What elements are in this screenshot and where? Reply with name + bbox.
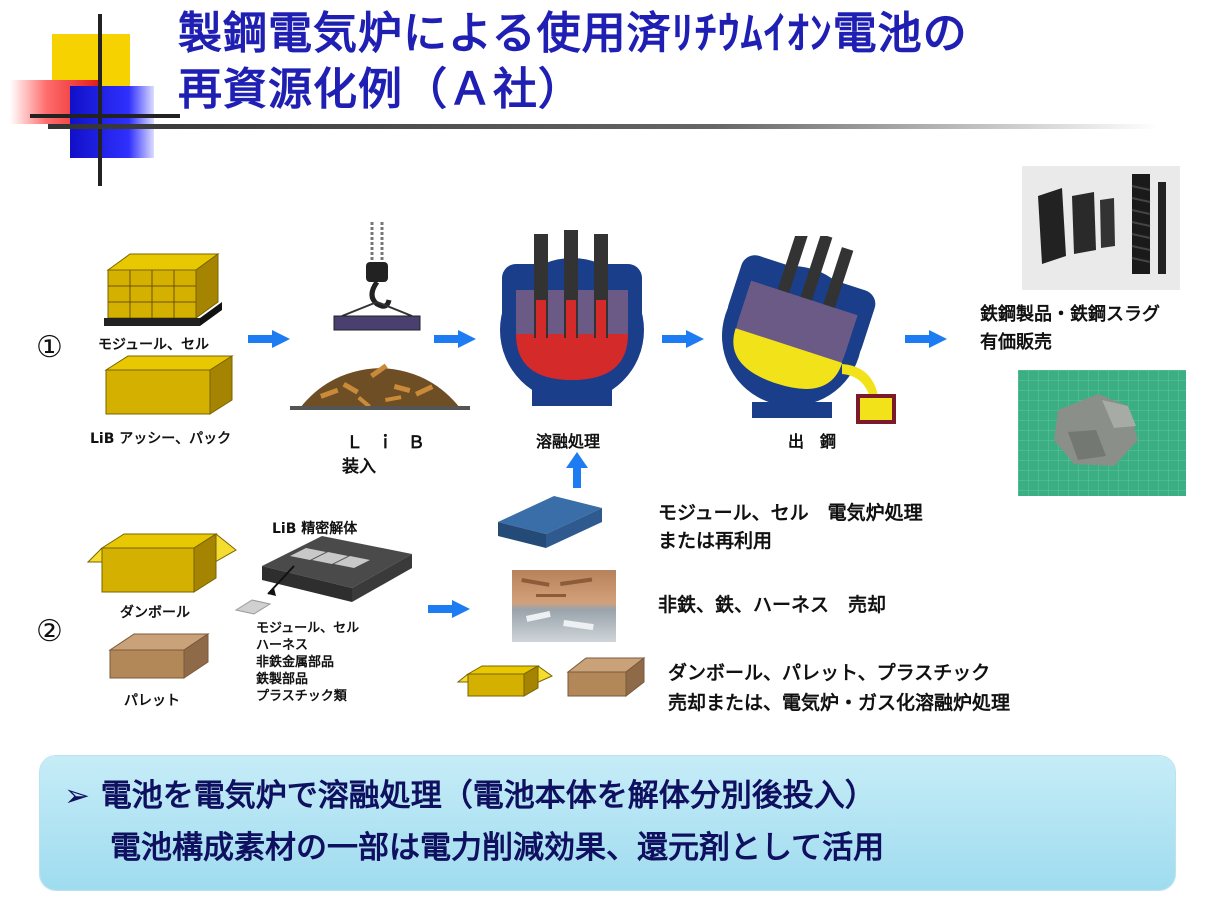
title-line-2: 再資源化例（Ａ社） bbox=[178, 64, 583, 115]
pack-label: LiB アッシー、パック bbox=[90, 431, 232, 447]
product-label-1: 鉄鋼製品・鉄鋼スラグ bbox=[980, 304, 1160, 325]
row2-number: ② bbox=[36, 614, 63, 649]
cardboard-label: ダンボール bbox=[120, 605, 190, 621]
pallet-label: パレット bbox=[124, 693, 180, 709]
lib-label: Ｌ ｉ Ｂ bbox=[346, 433, 429, 453]
small-cardboard-illustration bbox=[456, 665, 554, 697]
pack-illustration bbox=[104, 355, 234, 415]
flow-arrow-2 bbox=[434, 330, 476, 348]
part-item: 鉄製部品 bbox=[256, 672, 309, 687]
melt-label: 溶融処理 bbox=[536, 432, 601, 451]
part-item: モジュール、セル bbox=[256, 621, 360, 636]
output-3-line-2: 売却または、電気炉・ガス化溶融炉処理 bbox=[668, 692, 1011, 714]
metal-scrap-photo bbox=[512, 570, 616, 642]
summary-box: ➢ 電池を電気炉で溶融処理（電池本体を解体分別後投入） 電池構成素材の一部は電力… bbox=[40, 756, 1175, 890]
flow-arrow-5 bbox=[428, 600, 470, 618]
module-label: モジュール、セル bbox=[98, 337, 210, 353]
deco-vertical-line bbox=[98, 14, 102, 186]
output-1-line-1: モジュール、セル 電気炉処理 bbox=[658, 502, 923, 524]
dismantle-table-illustration bbox=[234, 536, 412, 615]
melting-furnace-illustration bbox=[500, 230, 644, 406]
dismantle-label: LiB 精密解体 bbox=[272, 521, 358, 537]
part-item: ハーネス bbox=[256, 638, 309, 653]
output-2: 非鉄、鉄、ハーネス 売却 bbox=[658, 594, 887, 616]
title-underline bbox=[48, 124, 1158, 129]
module-cell-block bbox=[498, 496, 602, 548]
row1-number: ① bbox=[36, 330, 63, 365]
tapping-furnace-illustration bbox=[722, 236, 896, 424]
part-item: プラスチック類 bbox=[256, 689, 347, 704]
output-3-line-1: ダンボール、パレット、プラスチック bbox=[668, 662, 991, 684]
product-label-2: 有価販売 bbox=[980, 332, 1052, 353]
page-title: 製鋼電気炉による使用済ﾘﾁｳﾑｲｵﾝ電池の 再資源化例（Ａ社） bbox=[178, 6, 1198, 118]
cardboard-illustration bbox=[86, 533, 237, 593]
part-item: 非鉄金属部品 bbox=[256, 655, 335, 670]
title-line-1: 製鋼電気炉による使用済ﾘﾁｳﾑｲｵﾝ電池の bbox=[178, 8, 968, 59]
parts-list: モジュール、セル ハーネス 非鉄金属部品 鉄製部品 プラスチック類 bbox=[256, 620, 359, 705]
summary-line-1: ➢ 電池を電気炉で溶融処理（電池本体を解体分別後投入） bbox=[64, 778, 876, 814]
small-pallet-illustration bbox=[566, 656, 646, 698]
tap-label: 出 鋼 bbox=[788, 432, 837, 451]
steel-slag-photo bbox=[1018, 370, 1186, 496]
flow-arrow-3 bbox=[662, 330, 704, 348]
lib-charge-label: 装入 bbox=[342, 457, 376, 477]
module-pallet-illustration bbox=[104, 253, 222, 326]
output-1-line-2: または再利用 bbox=[658, 530, 773, 552]
lib-scrap-pile bbox=[290, 363, 470, 410]
deco-blue-square bbox=[70, 86, 154, 158]
deco-horizontal-line bbox=[30, 114, 180, 118]
crane-magnet-illustration bbox=[333, 222, 421, 331]
summary-line-2: 電池構成素材の一部は電力削減効果、還元剤として活用 bbox=[110, 830, 885, 866]
flow-arrow-up bbox=[566, 452, 588, 488]
flow-arrow-1 bbox=[248, 330, 290, 348]
steel-products-photo bbox=[1022, 166, 1180, 290]
pallet-illustration bbox=[108, 633, 210, 679]
flow-arrow-4 bbox=[905, 330, 947, 348]
